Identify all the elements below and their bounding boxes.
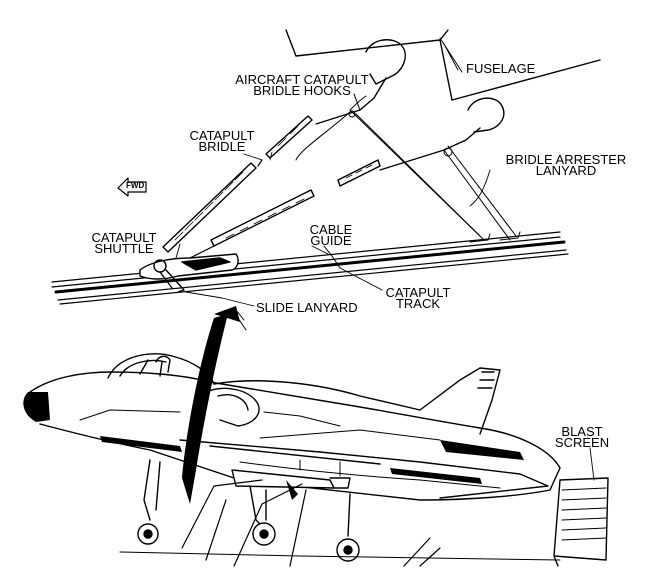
blast-screen [553, 447, 609, 567]
deck-bridle [181, 479, 441, 567]
label-catapult-shuttle: CATAPULT SHUTTLE [91, 230, 157, 256]
catapult-shuttle [139, 253, 239, 293]
label-cable-guide: CABLE GUIDE [309, 222, 353, 248]
catapult-track [51, 231, 569, 305]
transition-arrow-icon [182, 306, 247, 504]
label-catapult-track: CATAPULT TRACK [385, 285, 451, 311]
label-catapult-bridle: CATAPULT BRIDLE [189, 128, 255, 154]
bridle-left-arm [162, 109, 361, 253]
label-bridle-arrester-lanyard: BRIDLE ARRESTER LANYARD [505, 152, 627, 178]
nose-landing-gear [137, 459, 161, 545]
label-fuselage: FUSELAGE [466, 61, 536, 76]
main-landing-gear [249, 485, 360, 562]
bridle-hook-left [359, 39, 406, 111]
label-blast-screen: BLAST SCREEN [554, 424, 610, 450]
flight-deck-line [119, 551, 561, 561]
arrester-lanyard [295, 95, 517, 241]
label-bridle-hooks: AIRCRAFT CATAPULT BRIDLE HOOKS [235, 72, 369, 98]
cable-guide [323, 231, 521, 269]
bridle-hook-right [443, 97, 505, 151]
fwd-arrow-icon [117, 177, 147, 197]
label-fwd: FWD [126, 181, 145, 190]
aircraft-silhouette [23, 353, 561, 501]
bridle-right-arm [189, 149, 445, 259]
label-slide-lanyard: SLIDE LANYARD [256, 300, 358, 315]
